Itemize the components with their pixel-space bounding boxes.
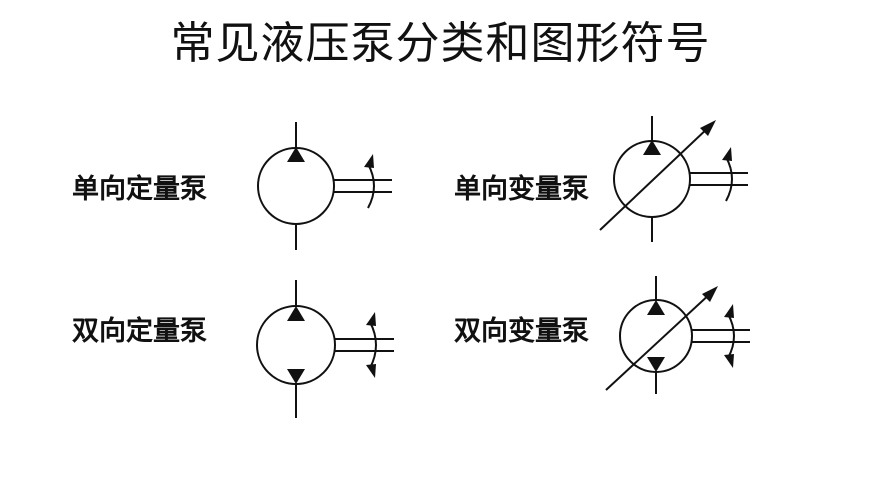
variable-arrowhead bbox=[700, 120, 716, 136]
variable-arrow-line bbox=[599, 125, 711, 231]
one-way-fixed-pump-symbol bbox=[257, 122, 392, 250]
label-one-way-variable-pump: 单向变量泵 bbox=[454, 174, 589, 205]
rotation-arc bbox=[369, 321, 377, 369]
label-two-way-fixed-pump: 双向定量泵 bbox=[72, 316, 207, 347]
label-two-way-variable-pump: 双向变量泵 bbox=[454, 316, 589, 347]
one-way-variable-pump-symbol bbox=[599, 116, 748, 242]
flow-triangle-up bbox=[647, 300, 665, 315]
rotation-arc bbox=[367, 163, 375, 209]
rotation-arrowhead bbox=[722, 147, 732, 161]
rotation-arc bbox=[725, 156, 733, 202]
two-way-variable-pump-symbol bbox=[605, 276, 750, 394]
page-title: 常见液压泵分类和图形符号 bbox=[170, 18, 711, 69]
variable-arrow-line bbox=[605, 291, 713, 391]
two-way-fixed-pump-symbol bbox=[256, 280, 394, 418]
rotation-arrowhead-bottom bbox=[724, 354, 734, 368]
label-one-way-fixed-pump: 单向定量泵 bbox=[72, 174, 207, 205]
variable-arrowhead bbox=[702, 286, 718, 302]
rotation-arc bbox=[727, 313, 735, 359]
flow-triangle-down bbox=[287, 369, 305, 384]
rotation-arrowhead bbox=[364, 154, 374, 168]
flow-triangle-up bbox=[643, 140, 661, 155]
flow-triangle-up bbox=[287, 306, 305, 321]
rotation-arrowhead-bottom bbox=[366, 364, 376, 378]
rotation-arrowhead-top bbox=[724, 304, 734, 318]
flow-triangle-down bbox=[647, 357, 665, 372]
flow-triangle-up bbox=[287, 147, 305, 162]
rotation-arrowhead-top bbox=[366, 312, 376, 326]
